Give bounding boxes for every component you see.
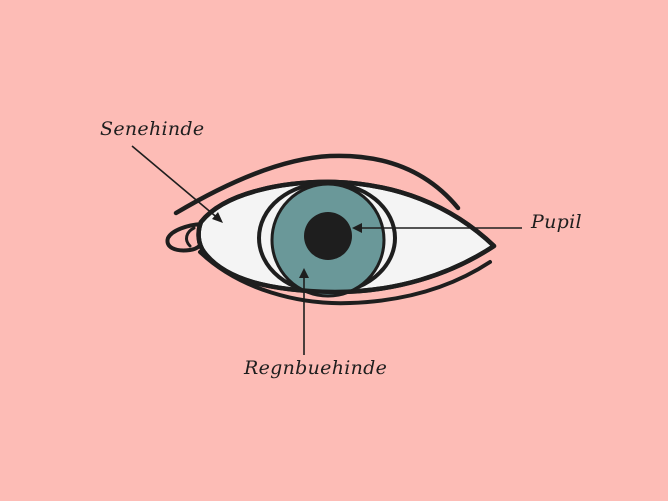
iris-arrowhead: [299, 268, 309, 278]
sclera-label: Senehinde: [100, 118, 205, 140]
tear-duct-inner-line: [185, 226, 196, 248]
pupil-arrowhead: [352, 223, 362, 233]
iris-label: Regnbuehinde: [244, 357, 388, 379]
upper-eyelid-crease: [173, 153, 461, 216]
sclera-arrowhead: [212, 212, 223, 223]
sclera-leader-line: [131, 145, 221, 221]
pupil-label: Pupil: [531, 211, 582, 233]
pupil: [304, 212, 352, 260]
sclera-outline: [196, 179, 497, 295]
